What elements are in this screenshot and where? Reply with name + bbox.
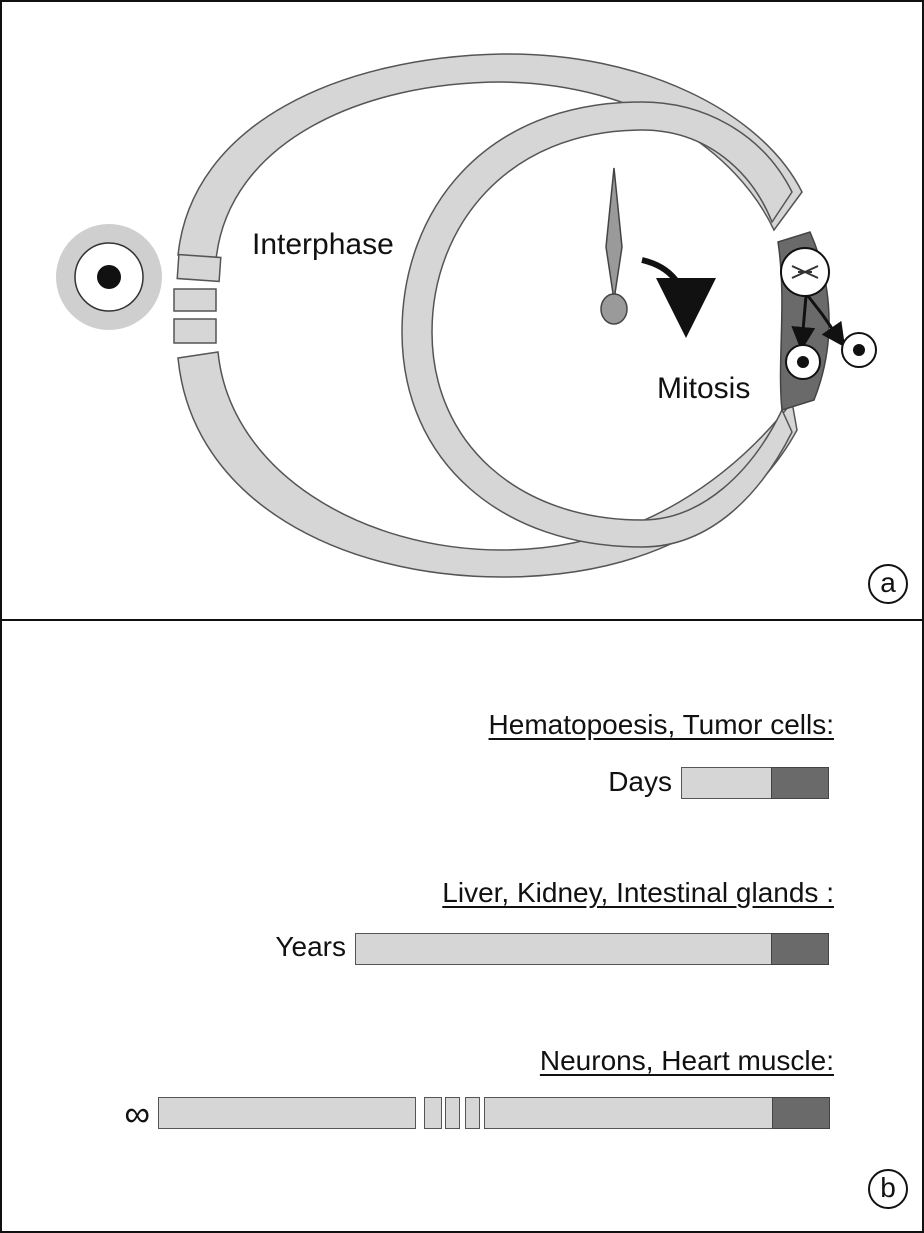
- interphase-break-segment: [177, 255, 221, 282]
- interphase-bar-infinite-start: [158, 1097, 416, 1129]
- row-duration-days: Days: [600, 766, 672, 798]
- interphase-break-segment: [174, 289, 216, 311]
- panel-label-a: a: [868, 564, 908, 604]
- interphase-break-segment: [174, 319, 216, 343]
- cell-nucleus: [97, 265, 121, 289]
- mitosis-bar-infinite: [772, 1097, 830, 1129]
- interphase-bar-break-segment: [424, 1097, 442, 1129]
- daughter-nucleus: [853, 344, 865, 356]
- interphase-bar-break-segment: [465, 1097, 480, 1129]
- mitosis-label: Mitosis: [657, 372, 750, 405]
- panel-b: Hematopoesis, Tumor cells: Days Liver, K…: [0, 619, 924, 1233]
- row-duration-years: Years: [252, 931, 346, 963]
- interphase-bar-infinite-end: [484, 1097, 774, 1129]
- interphase-bar-years: [355, 933, 773, 965]
- daughter-nucleus: [797, 356, 809, 368]
- row-title-neurons: Neurons, Heart muscle:: [540, 1045, 834, 1077]
- interphase-label: Interphase: [252, 228, 394, 261]
- interphase-bar-break-segment: [445, 1097, 460, 1129]
- row-title-hematopoesis: Hematopoesis, Tumor cells:: [489, 709, 834, 741]
- interphase-bar-days: [681, 767, 773, 799]
- panel-a: Interphase Mitosis a: [0, 0, 924, 621]
- mitosis-bar-years: [771, 933, 829, 965]
- clock-hand: [606, 168, 622, 300]
- clock-hand-pivot: [601, 294, 627, 324]
- row-duration-infinity: ∞: [98, 1093, 150, 1135]
- rotation-arrow-icon: [642, 260, 686, 314]
- mitosis-bar-days: [771, 767, 829, 799]
- row-title-liver: Liver, Kidney, Intestinal glands :: [442, 877, 834, 909]
- panel-label-b: b: [868, 1169, 908, 1209]
- cell-cycle-diagram: Interphase Mitosis: [2, 2, 922, 619]
